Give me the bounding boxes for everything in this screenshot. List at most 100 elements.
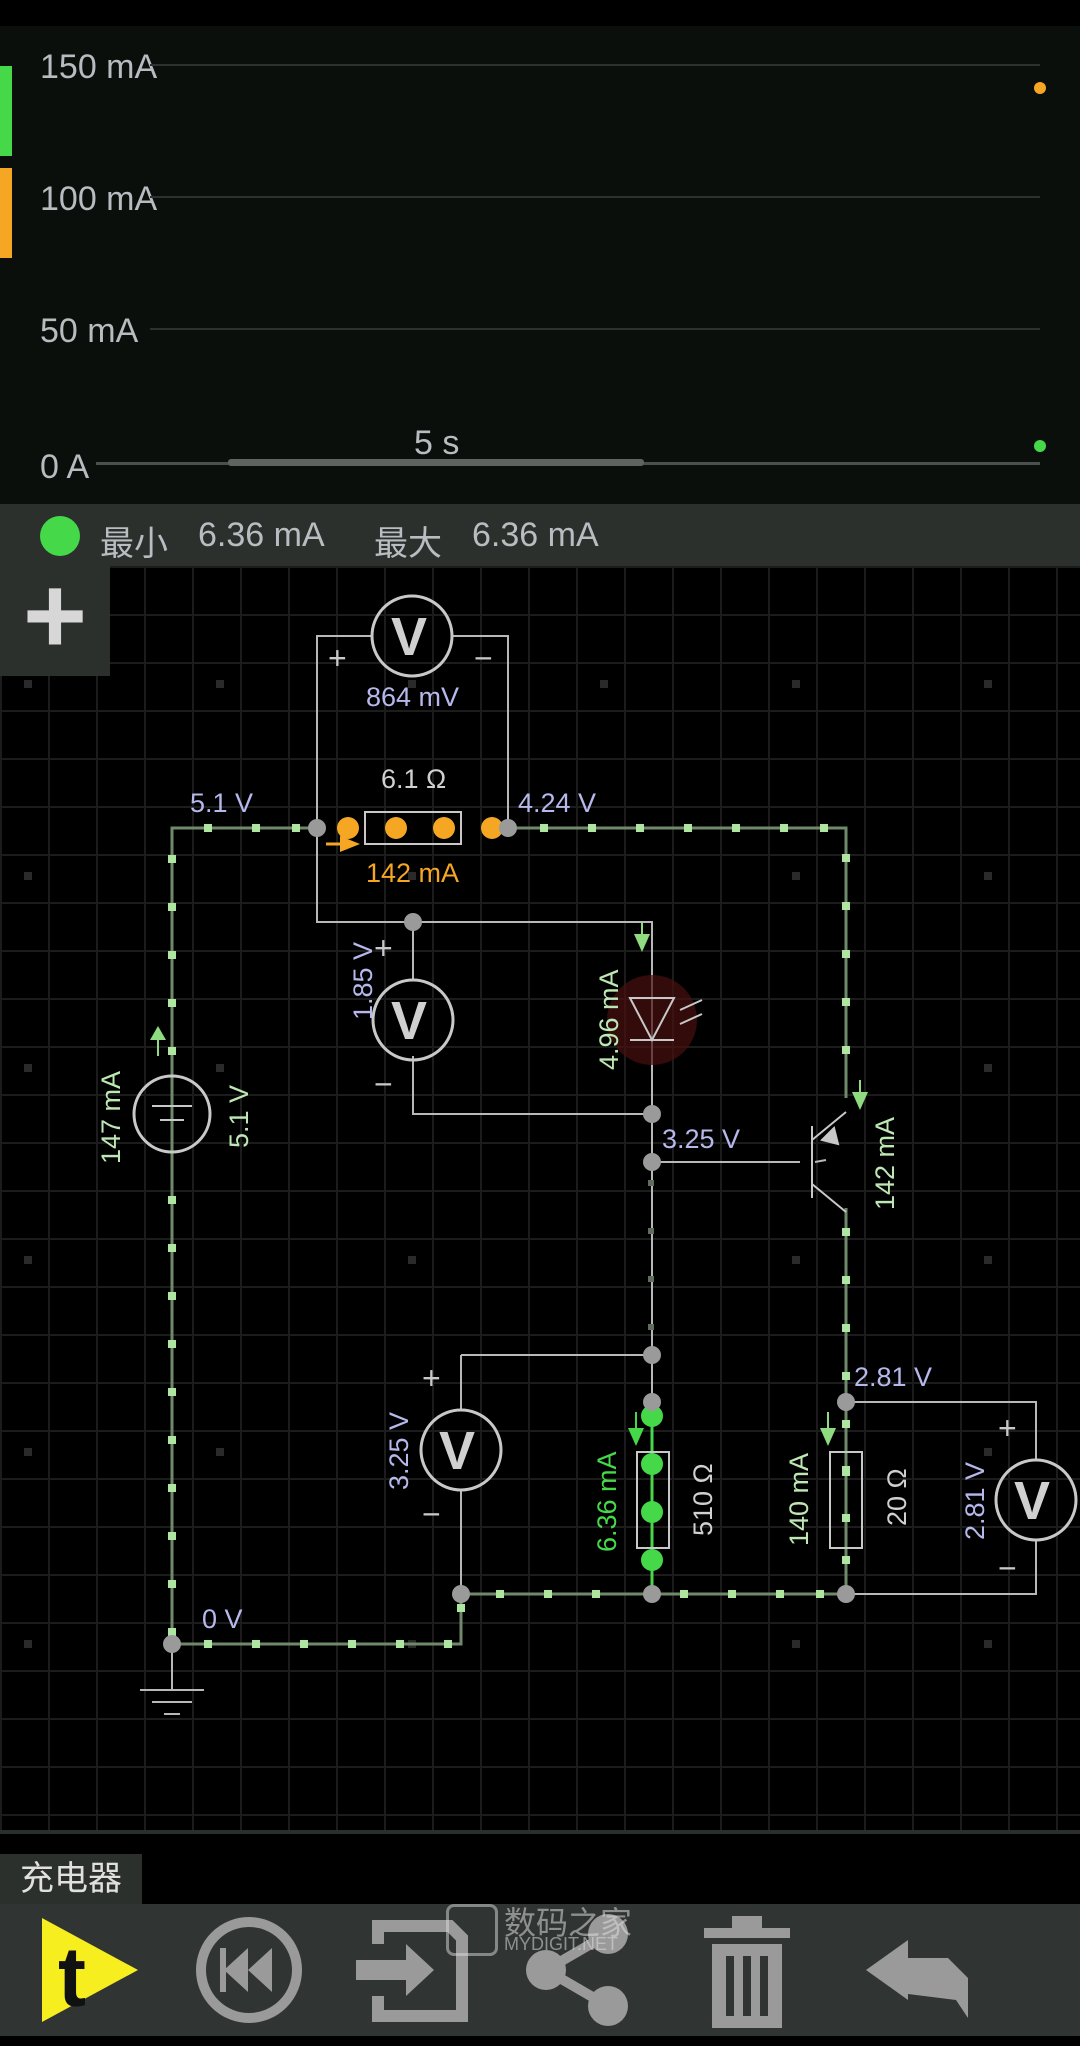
play-button[interactable]: t (28, 1904, 158, 2036)
battery[interactable] (132, 1026, 212, 1154)
plus-sign: + (422, 1360, 441, 1396)
resistor-top-current: 142 mA (366, 858, 460, 888)
voltmeter-mid[interactable] (371, 978, 455, 1062)
led[interactable] (607, 922, 703, 1065)
series-marker-green[interactable] (0, 66, 12, 156)
voltmeter-top[interactable] (370, 594, 454, 678)
active-wires (170, 826, 848, 1646)
min-value: 6.36 mA (198, 516, 325, 554)
series-color-dot[interactable] (40, 516, 80, 556)
ytick-150: 150 mA (40, 48, 158, 86)
circuit-diagram[interactable] (0, 566, 1080, 1834)
add-component-button[interactable]: + (0, 561, 110, 676)
top-meter-value: 864 mV (366, 682, 460, 712)
voltmeter-symbol: V (391, 607, 428, 667)
plus-sign: + (374, 930, 393, 966)
resistor-top-value: 6.1 Ω (381, 764, 447, 794)
voltmeter-symbol: V (439, 1421, 476, 1481)
minus-sign: − (422, 1496, 441, 1532)
minus-sign: − (374, 1066, 393, 1102)
max-value: 6.36 mA (472, 516, 599, 554)
circuit-name: 充电器 (20, 1860, 122, 1898)
ytick-50: 50 mA (40, 312, 139, 350)
current-dots (168, 824, 850, 1648)
current-dot (641, 1549, 663, 1571)
current-graph[interactable]: 150 mA 100 mA 50 mA 0 A 5 s (0, 26, 1080, 504)
current-dot (641, 1405, 663, 1427)
ytick-0: 0 A (40, 448, 90, 486)
minus-sign: − (998, 1550, 1017, 1586)
gridline-50 (150, 328, 1040, 330)
led-current: 4.96 mA (594, 969, 624, 1070)
min-label: 最小 (100, 525, 168, 563)
voltmeter-right[interactable] (994, 1458, 1078, 1542)
resistor-mid[interactable] (628, 1400, 670, 1594)
delete-button[interactable] (682, 1904, 812, 2036)
canvas-bottom-bar (0, 1830, 1080, 1834)
transistor[interactable] (811, 1080, 868, 1213)
resistor-right-current: 140 mA (784, 1452, 814, 1546)
rewind-button[interactable] (184, 1904, 314, 2036)
node-base-voltage: 3.25 V (662, 1124, 741, 1154)
plus-sign: + (328, 640, 347, 676)
watermark-sub: MYDIGIT.NET (504, 1934, 619, 1954)
current-dot (641, 1453, 663, 1475)
bottom-toolbar: t (0, 1904, 1080, 2036)
voltmeter-symbol: V (1014, 1471, 1051, 1531)
current-dot (481, 817, 503, 839)
max-label: 最大 (374, 525, 442, 563)
circuit-name-label: 充电器 (0, 1854, 142, 1904)
trace-orange-point (1034, 82, 1046, 94)
transistor-current: 142 mA (870, 1116, 900, 1210)
trace-green-point (1034, 440, 1046, 452)
voltmeter-symbol: V (391, 991, 428, 1051)
junction-nodes (163, 819, 855, 1653)
node-left-voltage: 5.1 V (190, 788, 254, 818)
plus-icon: + (22, 554, 88, 677)
ground-symbol[interactable] (140, 1644, 204, 1715)
voltmeter-bottom[interactable] (419, 1408, 503, 1492)
resistor-top[interactable] (326, 811, 503, 852)
mid-meter-value: 1.85 V (348, 941, 378, 1020)
resistor-mid-value: 510 Ω (688, 1463, 718, 1536)
node-emitter-voltage: 2.81 V (854, 1362, 933, 1392)
current-dot (641, 1501, 663, 1523)
watermark: 数码之家 MYDIGIT.NET (446, 1896, 646, 1956)
plus-sign: + (998, 1410, 1017, 1446)
gridline-150 (150, 64, 1040, 66)
watermark-logo-icon (446, 1904, 498, 1956)
svg-text:t: t (58, 1930, 86, 2024)
current-arrow (340, 836, 360, 852)
play-icon: t (42, 1918, 138, 2024)
import-icon (356, 1920, 468, 2022)
import-button[interactable] (346, 1904, 476, 2036)
circuit-canvas[interactable]: V + − 864 mV 6.1 Ω 5.1 V 4.24 V 142 mA V… (0, 566, 1080, 1834)
stats-bar: 最小 6.36 mA 最大 6.36 mA (0, 504, 1080, 566)
resistor-right-value: 20 Ω (882, 1468, 912, 1526)
battery-voltage: 5.1 V (224, 1084, 254, 1148)
battery-current: 147 mA (96, 1070, 126, 1164)
graph-traces (370, 82, 1046, 452)
resistor-mid-current: 6.36 mA (592, 1451, 622, 1552)
current-dot (337, 817, 359, 839)
resistor-right[interactable] (820, 1412, 863, 1549)
rewind-icon (196, 1917, 302, 2023)
current-dot (433, 817, 455, 839)
share-icon (526, 1914, 628, 2026)
right-meter-value: 2.81 V (960, 1461, 990, 1540)
ytick-100: 100 mA (40, 180, 158, 218)
node-right-voltage: 4.24 V (518, 788, 597, 818)
series-marker-orange[interactable] (0, 168, 12, 258)
bottom-meter-value: 3.25 V (384, 1411, 414, 1490)
trash-icon (704, 1916, 790, 2028)
undo-icon (866, 1940, 968, 2018)
share-button[interactable] (512, 1904, 642, 2036)
current-dot (385, 817, 407, 839)
time-scrollbar[interactable] (228, 459, 644, 466)
ground-voltage: 0 V (202, 1604, 243, 1634)
minus-sign: − (474, 640, 493, 676)
time-label: 5 s (414, 424, 460, 462)
grid-dots (24, 680, 992, 1648)
undo-button[interactable] (856, 1904, 986, 2036)
gridline-100 (150, 196, 1040, 198)
